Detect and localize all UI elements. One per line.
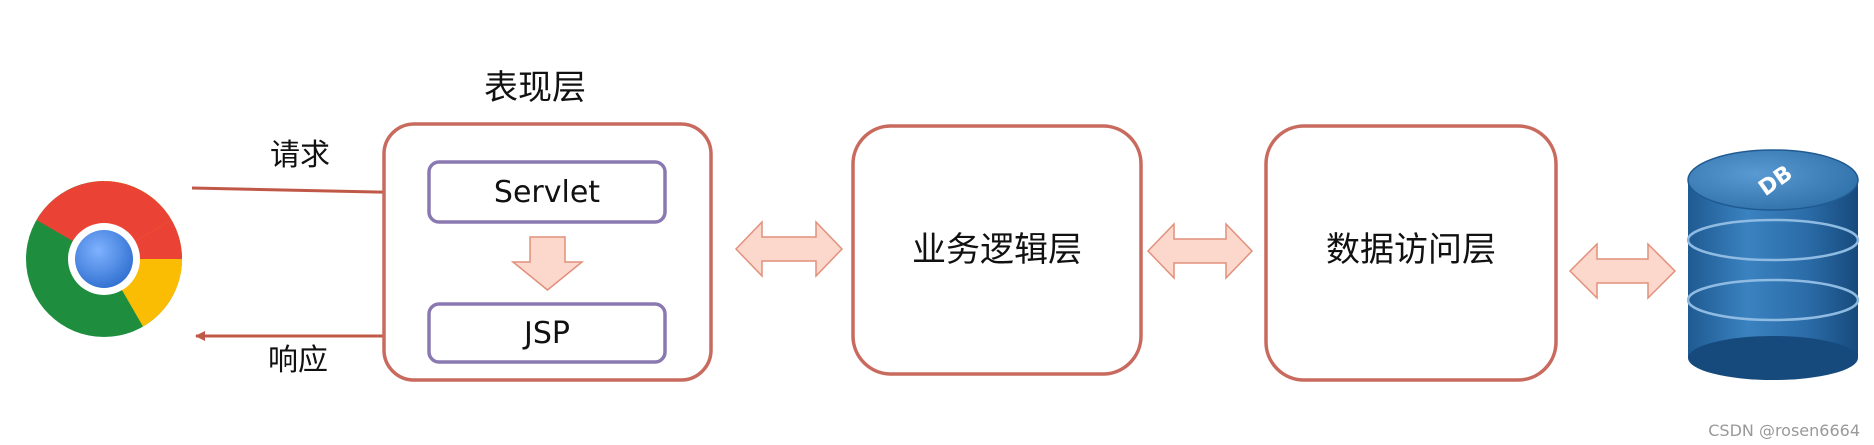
jsp-box [427,302,667,364]
data-access-layer-box [1264,124,1558,382]
request-label: 请求 [270,138,330,173]
down-flow-arrow [510,236,585,291]
chrome-browser-icon [26,181,182,337]
watermark-text: CSDN @rosen6664 [1708,421,1860,440]
double-arrow-presentation-business [734,220,844,278]
response-label: 响应 [268,343,328,378]
servlet-label: Servlet [494,175,600,210]
jsp-label: JSP [522,316,570,351]
business-layer-label: 业务逻辑层 [912,230,1082,270]
database-cylinder-icon: DB [1686,149,1860,380]
double-arrow-business-data [1146,222,1254,280]
data-access-layer-label: 数据访问层 [1326,230,1496,270]
presentation-layer-title: 表现层 [484,68,586,108]
business-layer-box [851,124,1143,376]
double-arrow-data-db [1568,242,1677,300]
servlet-box [427,160,667,224]
